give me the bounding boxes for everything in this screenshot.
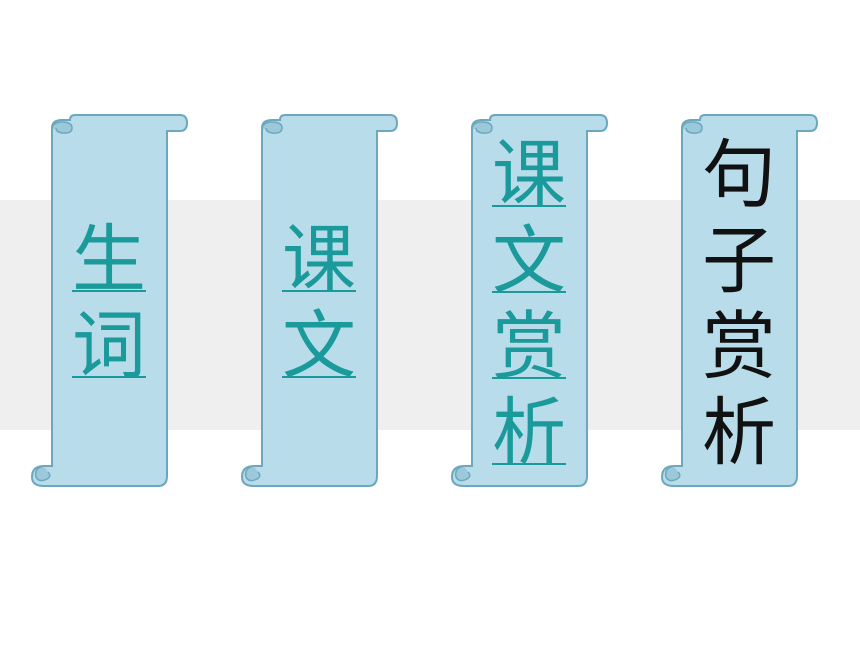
- scroll-label[interactable]: 生 词: [50, 116, 168, 490]
- scroll-shape: [450, 114, 609, 487]
- label-char: 生: [72, 217, 146, 303]
- label-char: 文: [492, 218, 566, 304]
- label-char: 课: [492, 132, 566, 218]
- scroll-text[interactable]: 课 文: [240, 114, 410, 490]
- scroll-label[interactable]: 课 文: [260, 116, 378, 490]
- label-char: 析: [702, 390, 776, 476]
- label-char: 课: [282, 217, 356, 303]
- label-char: 句: [702, 132, 776, 218]
- scroll-shape: [30, 114, 189, 487]
- scroll-shape: [660, 114, 819, 487]
- label-char: 文: [282, 303, 356, 389]
- scroll-text-analysis[interactable]: 课 文 赏 析: [450, 114, 620, 490]
- scroll-label: 句 子 赏 析: [680, 116, 798, 490]
- label-char: 词: [72, 303, 146, 389]
- label-char: 赏: [492, 304, 566, 390]
- label-char: 子: [702, 218, 776, 304]
- scroll-shape: [240, 114, 399, 487]
- label-char: 析: [492, 390, 566, 476]
- scroll-sentence-analysis: 句 子 赏 析: [660, 114, 830, 490]
- scroll-vocabulary[interactable]: 生 词: [30, 114, 200, 490]
- scroll-label[interactable]: 课 文 赏 析: [470, 116, 588, 490]
- label-char: 赏: [702, 304, 776, 390]
